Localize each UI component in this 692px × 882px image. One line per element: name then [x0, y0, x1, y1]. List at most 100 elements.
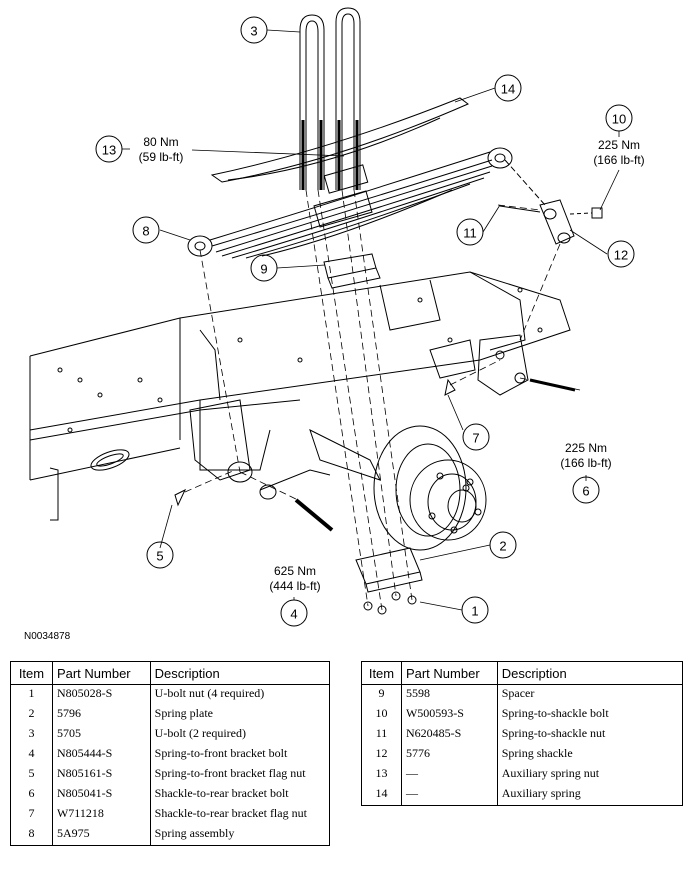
cell-part-number: —	[400, 785, 498, 806]
cell-item: 10	[361, 705, 402, 725]
header-part-number: Part Number	[51, 661, 151, 685]
alignment-lines	[184, 189, 581, 611]
cell-part-number: W500593-S	[400, 705, 498, 725]
cell-part-number: N620485-S	[400, 725, 498, 745]
cell-description: Spring-to-shackle nut	[496, 725, 684, 745]
callout-9: 9	[260, 262, 267, 277]
cell-description: Spring-to-shackle bolt	[496, 705, 684, 725]
cell-item: 9	[361, 684, 402, 705]
cell-part-number: 5A975	[51, 825, 151, 846]
callout-14: 14	[501, 82, 515, 97]
callout-circles	[95, 16, 635, 627]
callout-8: 8	[142, 224, 149, 239]
callout-13: 13	[102, 143, 116, 158]
callout-7: 7	[472, 431, 479, 446]
cell-description: Spring shackle	[496, 745, 684, 765]
header-description: Description	[149, 661, 331, 685]
header-description: Description	[496, 661, 684, 685]
cell-item: 11	[361, 725, 402, 745]
header-item: Item	[361, 661, 402, 685]
torque-6-nm: 225 Nm	[565, 441, 607, 455]
cell-description: U-bolt (2 required)	[149, 725, 331, 745]
cell-item: 14	[361, 785, 402, 806]
cell-item: 13	[361, 765, 402, 785]
cell-item: 12	[361, 745, 402, 765]
cell-part-number: —	[400, 765, 498, 785]
table-row: 14—Auxiliary spring	[361, 785, 684, 806]
cell-description: Shackle-to-rear bracket flag nut	[149, 805, 331, 825]
callout-12: 12	[614, 248, 628, 263]
rear-bracket-drawing	[429, 334, 576, 396]
cell-description: Spring assembly	[149, 825, 331, 846]
torque-13-nm: 80 Nm	[143, 135, 178, 149]
cell-description: Spring-to-front bracket bolt	[149, 745, 331, 765]
spring-shackle-drawing	[499, 159, 603, 245]
callout-3: 3	[250, 24, 257, 39]
torque-4-nm: 625 Nm	[274, 564, 316, 578]
callout-6: 6	[582, 484, 589, 499]
spring-plate-drawing	[355, 547, 423, 615]
cell-part-number: 5705	[51, 725, 151, 745]
callout-2: 2	[499, 539, 506, 554]
header-item: Item	[10, 661, 53, 685]
cell-description: Spring plate	[149, 705, 331, 725]
cell-part-number: N805444-S	[51, 745, 151, 765]
cell-part-number: N805028-S	[51, 684, 151, 705]
cell-description: Shackle-to-rear bracket bolt	[149, 785, 331, 805]
cell-item: 8	[10, 825, 53, 846]
torque-6-lbft: (166 lb-ft)	[560, 456, 611, 470]
cell-part-number: N805041-S	[51, 785, 151, 805]
torque-4-lbft: (444 lb-ft)	[269, 579, 320, 593]
torque-10-nm: 225 Nm	[598, 138, 640, 152]
cell-description: Spring-to-front bracket flag nut	[149, 765, 331, 785]
frame-drawing	[29, 271, 571, 521]
spring-assembly-drawing	[187, 147, 513, 259]
figure-id: N0034878	[24, 631, 71, 642]
front-bracket-drawing	[174, 329, 334, 532]
cell-part-number: N805161-S	[51, 765, 151, 785]
torque-10-lbft: (166 lb-ft)	[593, 153, 644, 167]
cell-part-number: 5796	[51, 705, 151, 725]
table-header-row: Item Part Number Description	[361, 661, 684, 685]
table-header-row: Item Part Number Description	[10, 661, 331, 685]
callout-11: 11	[463, 226, 477, 241]
cell-description: Auxiliary spring nut	[496, 765, 684, 785]
header-part-number: Part Number	[400, 661, 498, 685]
cell-description: Auxiliary spring	[496, 785, 684, 806]
leader-lines	[122, 29, 620, 611]
cell-item: 2	[10, 705, 53, 725]
cell-part-number: 5776	[400, 745, 498, 765]
auxiliary-spring-drawing	[210, 97, 469, 183]
callout-5: 5	[156, 549, 163, 564]
callout-4: 4	[290, 607, 297, 622]
u-bolt-drawing	[299, 7, 361, 190]
spacer-drawing	[323, 253, 381, 289]
cell-item: 5	[10, 765, 53, 785]
cell-description: Spacer	[496, 684, 684, 705]
cell-item: 7	[10, 805, 53, 825]
callout-10: 10	[612, 112, 626, 127]
torque-13-lbft: (59 lb-ft)	[139, 150, 184, 164]
cell-part-number: 5598	[400, 684, 498, 705]
cell-item: 6	[10, 785, 53, 805]
callout-1: 1	[471, 604, 478, 619]
cell-item: 1	[10, 684, 53, 705]
cell-description: U-bolt nut (4 required)	[149, 684, 331, 705]
suspension-exploded-diagram: 1 2 3 4 5 6 7 8 9 10 11 12 13 14 80 Nm (…	[29, 7, 645, 627]
cell-item: 3	[10, 725, 53, 745]
cell-item: 4	[10, 745, 53, 765]
table-row: 13—Auxiliary spring nut	[361, 765, 684, 785]
